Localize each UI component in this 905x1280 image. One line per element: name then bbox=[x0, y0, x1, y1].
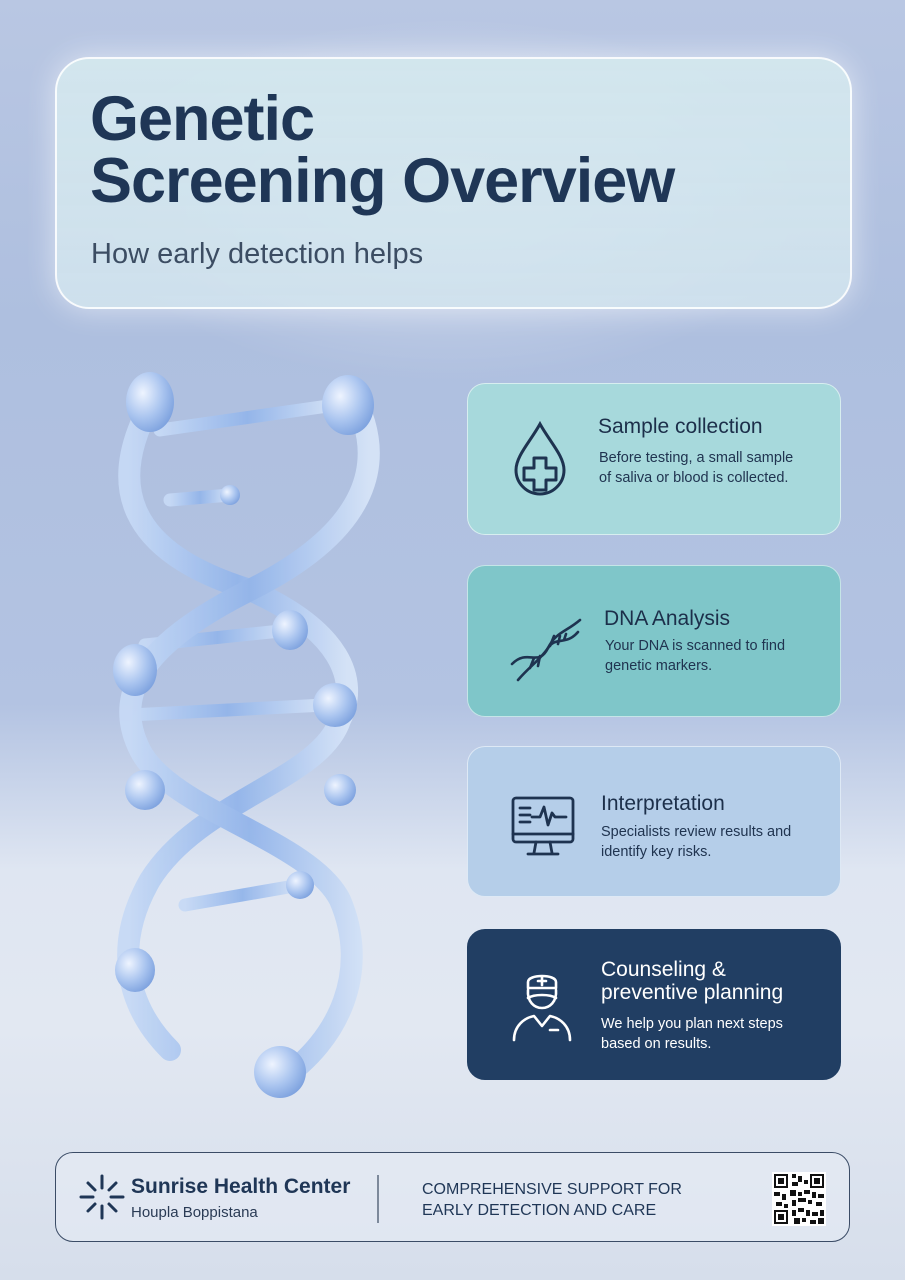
nurse-icon bbox=[512, 974, 572, 1042]
footer: Sunrise Health Center Houpla Boppistana … bbox=[55, 1152, 850, 1242]
qr-code-icon bbox=[772, 1172, 826, 1226]
step-title-line-1: Counseling & bbox=[601, 958, 726, 981]
title-card bbox=[55, 57, 852, 309]
org-location: Houpla Boppistana bbox=[131, 1204, 258, 1221]
title-line-1: Genetic bbox=[90, 84, 315, 154]
step-text: Before testing, a small sample of saliva… bbox=[599, 450, 794, 486]
blood-drop-plus-icon bbox=[514, 420, 566, 496]
step-text: Your DNA is scanned to find genetic mark… bbox=[605, 638, 786, 674]
dna-illustration bbox=[113, 372, 380, 1098]
dna-helix-icon bbox=[510, 618, 582, 682]
page-title: Genetic Screening Overview bbox=[90, 84, 790, 216]
step-text: We help you plan next steps based on res… bbox=[601, 1016, 783, 1052]
step-title: Sample collection bbox=[598, 415, 763, 438]
step-text: Specialists review results and identify … bbox=[601, 824, 792, 860]
footer-divider bbox=[377, 1175, 379, 1223]
tagline-line-1: COMPREHENSIVE SUPPORT FOR bbox=[422, 1181, 682, 1198]
step-title: DNA Analysis bbox=[604, 607, 731, 630]
step-card-sample-collection: Sample collection Before testing, a smal… bbox=[467, 383, 841, 535]
step-card-dna-analysis: DNA Analysis Your DNA is scanned to find… bbox=[467, 565, 841, 717]
tagline-line-2: EARLY DETECTION AND CARE bbox=[422, 1202, 657, 1219]
step-card-interpretation: Interpretation Specialists review result… bbox=[467, 746, 841, 897]
org-name: Sunrise Health Center bbox=[131, 1175, 351, 1198]
step-title: Interpretation bbox=[601, 792, 725, 815]
step-title-line-2: preventive planning bbox=[601, 981, 784, 1004]
monitor-heartbeat-icon bbox=[511, 796, 575, 856]
footer-tagline: COMPREHENSIVE SUPPORT FOR EARLY DETECTIO… bbox=[422, 1179, 722, 1221]
step-title: Counseling & preventive planning bbox=[601, 958, 783, 1004]
page-subtitle: How early detection helps bbox=[91, 238, 424, 270]
title-line-2: Screening Overview bbox=[90, 146, 675, 216]
sunburst-logo-icon bbox=[79, 1174, 125, 1220]
step-card-counseling: Counseling & preventive planning We help… bbox=[467, 929, 841, 1080]
